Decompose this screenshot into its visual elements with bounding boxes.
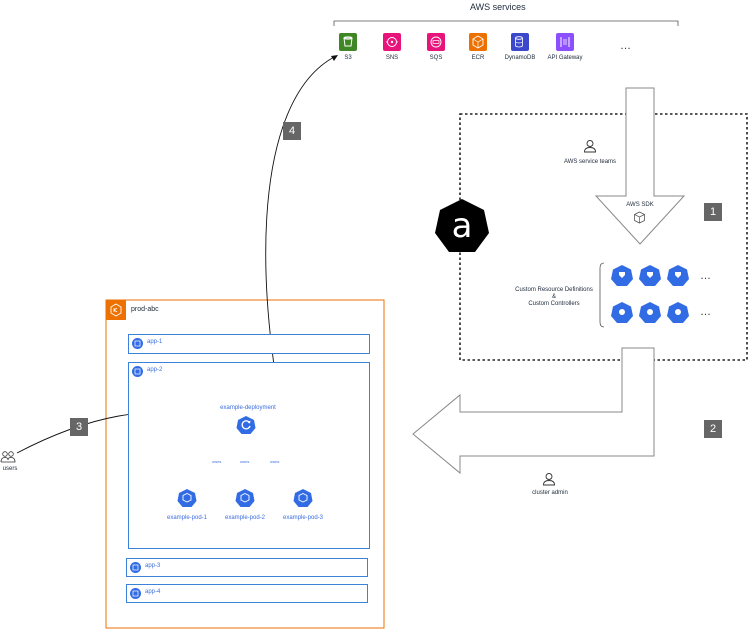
pod-2-label: example-pod-2 — [224, 515, 266, 521]
eks-icon — [110, 303, 122, 317]
crd-icons-grid — [611, 265, 689, 323]
s3-service-tile[interactable] — [339, 33, 357, 51]
cluster-admin-person-icon — [543, 473, 555, 486]
pod-icon — [293, 489, 313, 507]
service-teams-label: AWS service teams — [563, 159, 617, 165]
users-label: users — [2, 466, 18, 472]
person-icon — [584, 140, 596, 153]
step-2-marker: 2 — [704, 420, 722, 438]
crd-line-2: & — [551, 294, 556, 300]
app-3-label: app-3 — [145, 563, 161, 569]
owns-label-2: owns — [240, 459, 250, 464]
database-icon — [515, 36, 523, 48]
sns-icon — [386, 37, 398, 47]
more-services-ellipsis: … — [620, 40, 632, 52]
deploy-left-arrow — [412, 347, 655, 475]
aws-services-title-text: AWS services — [470, 2, 526, 12]
owns-label-1: owns — [212, 459, 222, 464]
sqs-icon — [430, 36, 442, 48]
owns-label-3: owns — [270, 459, 280, 464]
ecr-service-tile[interactable] — [469, 33, 487, 51]
crd-ellipsis-top: … — [700, 270, 712, 282]
account-label: prod-abc — [131, 306, 159, 313]
crd-ellipsis-bottom: … — [700, 306, 712, 318]
api-gateway-label: API Gateway — [547, 55, 583, 61]
app-2-namespace[interactable]: app-2 — [128, 362, 370, 549]
bucket-icon — [343, 36, 353, 47]
sdk-label: AWS SDK — [626, 202, 654, 208]
namespace-icon — [130, 588, 141, 599]
sqs-service-tile[interactable] — [427, 33, 445, 51]
deployment-icon[interactable] — [236, 415, 256, 435]
sdk-cube-icon — [634, 211, 645, 224]
deployment-label: example-deployment — [220, 405, 276, 411]
pod-icon — [177, 489, 197, 507]
ack-dashed-boundary — [459, 113, 748, 361]
svg-text:a: a — [452, 206, 473, 246]
pod-2[interactable]: example-pod-2 — [215, 488, 275, 521]
pod-3-label: example-pod-3 — [282, 515, 324, 521]
ecr-label: ECR — [471, 55, 485, 61]
api-gateway-icon — [560, 37, 570, 47]
users-icon — [0, 451, 16, 463]
sdk-down-arrow — [594, 87, 686, 245]
pod-3[interactable]: example-pod-3 — [273, 488, 333, 521]
pod-icon — [235, 489, 255, 507]
pod-1[interactable]: example-pod-1 — [157, 488, 217, 521]
s3-arrowhead — [331, 55, 338, 61]
dynamodb-service-tile[interactable] — [511, 33, 529, 51]
ack-logo-icon: a — [435, 199, 489, 252]
sns-label: SNS — [385, 55, 399, 61]
namespace-icon — [130, 562, 141, 573]
app-1-label: app-1 — [147, 339, 163, 345]
sqs-label: SQS — [429, 55, 443, 61]
dynamodb-label: DynamoDB — [504, 55, 536, 61]
s3-label: S3 — [344, 55, 352, 61]
sns-service-tile[interactable] — [383, 33, 401, 51]
app-4-label: app-4 — [145, 589, 161, 595]
aws-services-bracket — [333, 20, 679, 26]
step-1-marker: 1 — [704, 203, 722, 221]
account-boundary — [105, 299, 385, 629]
app-2-label: app-2 — [147, 367, 163, 373]
account-icon — [106, 300, 126, 320]
app-4-namespace[interactable]: app-4 — [126, 584, 368, 603]
cluster-admin-label: cluster admin — [532, 490, 568, 496]
namespace-icon — [132, 338, 143, 349]
crd-line-1: Custom Resource Definitions — [515, 287, 593, 293]
app-1-namespace[interactable]: app-1 — [128, 334, 370, 354]
controller-icon — [611, 302, 689, 323]
container-icon — [472, 35, 484, 49]
step-3-marker: 3 — [70, 418, 88, 436]
namespace-icon — [132, 366, 143, 377]
pod-1-label: example-pod-1 — [166, 515, 208, 521]
crd-bracket — [599, 262, 605, 328]
api-gateway-service-tile[interactable] — [556, 33, 574, 51]
step-4-marker: 4 — [283, 122, 301, 140]
crd-label: Custom Resource Definitions & Custom Con… — [509, 287, 599, 308]
crd-line-3: Custom Controllers — [528, 301, 580, 307]
app-3-namespace[interactable]: app-3 — [126, 558, 368, 577]
